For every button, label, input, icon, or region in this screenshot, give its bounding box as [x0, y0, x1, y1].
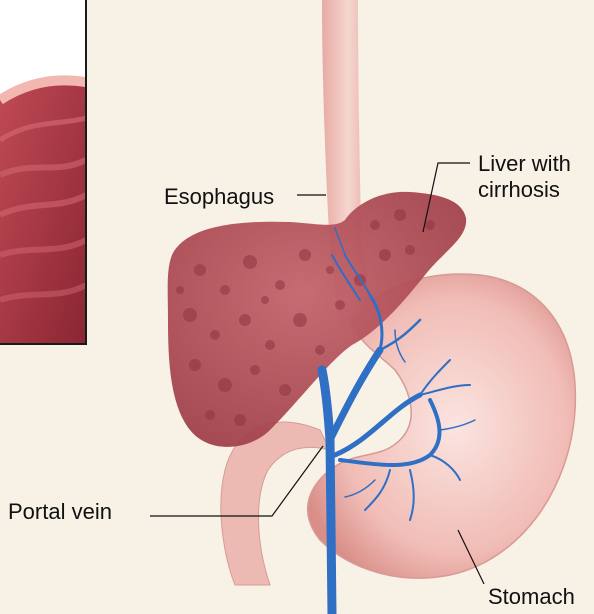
label-portal-vein: Portal vein — [8, 499, 112, 525]
varices-closeup-inset — [0, 0, 86, 344]
label-liver-with-cirrhosis: Liver with cirrhosis — [478, 151, 571, 203]
label-liver-line2: cirrhosis — [478, 177, 571, 203]
label-stomach: Stomach — [488, 584, 575, 610]
label-esophagus: Esophagus — [164, 184, 274, 210]
label-liver-line1: Liver with — [478, 151, 571, 177]
